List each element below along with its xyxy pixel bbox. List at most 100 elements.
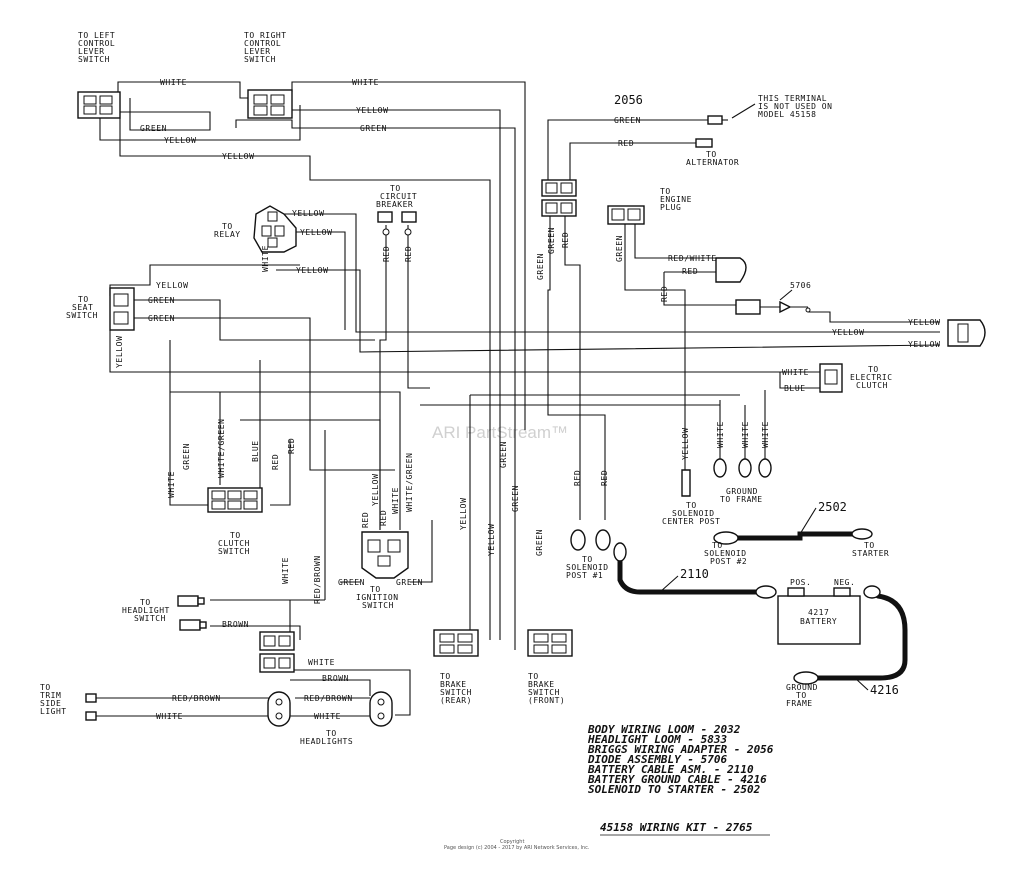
headlight-switch-label: TO HEADLIGHT SWITCH <box>122 598 175 623</box>
solenoid-post2-label: TO SOLENOID POST #2 <box>704 541 752 566</box>
wire-label: RED/WHITE <box>668 254 717 263</box>
wire-label: RED <box>660 286 669 302</box>
legend-line: HEADLIGHT LOOM - 5833 <box>587 733 727 746</box>
wire-label: YELLOW <box>371 474 380 507</box>
engine-plug-connector <box>607 205 645 225</box>
wire-label: YELLOW <box>681 428 690 461</box>
wire-label: GREEN <box>536 253 545 280</box>
wire-label: RED <box>682 267 698 276</box>
kit-title: 45158 WIRING KIT - 2765 <box>600 821 753 834</box>
headlight-loom-connectors <box>259 631 295 673</box>
wire-label: WHITE <box>761 421 770 448</box>
footer-design: Page design (c) 2004 - 2017 by ARI Netwo… <box>444 845 590 851</box>
wire-label: WHITE <box>716 421 725 448</box>
part-number-callouts: 2056 5706 2502 2110 4216 <box>614 93 899 697</box>
wire-label: GREEN <box>615 235 624 262</box>
battery-cables <box>617 531 908 681</box>
wire-label: GREEN <box>396 578 423 587</box>
wire-label: BLUE <box>784 384 806 393</box>
wire-label: YELLOW <box>487 524 496 557</box>
headlights-label: TO HEADLIGHTS <box>300 729 353 746</box>
wire-label: RED <box>404 246 413 262</box>
wire-label: RED/BROWN <box>172 694 221 703</box>
yellow-bullet-connector <box>947 319 986 347</box>
wire-label: WHITE <box>308 658 335 667</box>
wire-label: RED <box>271 454 280 470</box>
wire-label: GREEN <box>140 124 167 133</box>
left-lever-label: TO LEFT CONTROL LEVER SWITCH <box>78 31 121 64</box>
circuit-breaker-terminals <box>377 211 417 236</box>
wire-label: YELLOW <box>908 318 941 327</box>
trim-side-light-terminals <box>85 693 97 721</box>
solenoid-post1-label: TO SOLENOID POST #1 <box>566 555 614 580</box>
wire-label: GREEN <box>148 314 175 323</box>
legend-line: SOLENOID TO STARTER - 2502 <box>588 783 761 796</box>
battery <box>755 585 881 685</box>
wire-label: YELLOW <box>832 328 865 337</box>
ignition-switch-label: TO IGNITION SWITCH <box>356 585 404 610</box>
part-number-5706: 5706 <box>790 281 811 290</box>
wire-color-labels: WHITE WHITE YELLOW GREEN GREEN YELLOW YE… <box>115 78 941 721</box>
electric-clutch-connector <box>819 363 843 393</box>
wire-label: GREEN <box>182 443 191 470</box>
legend-line: BATTERY CABLE ASM. - 2110 <box>587 763 754 776</box>
wire-label: RED <box>382 246 391 262</box>
wire-label: RED <box>600 470 609 486</box>
wire-label: GREEN <box>547 227 556 254</box>
right-lever-label: TO RIGHT CONTROL LEVER SWITCH <box>244 31 292 64</box>
legend-line: BODY WIRING LOOM - 2032 <box>587 723 741 736</box>
wire-label: WHITE <box>156 712 183 721</box>
alternator-label: TO ALTERNATOR <box>686 150 739 167</box>
wire-label: RED <box>379 510 388 526</box>
wire-label: WHITE <box>352 78 379 87</box>
diode-bullet-connector <box>715 257 747 283</box>
legend-line: BRIGGS WIRING ADAPTER - 2056 <box>587 743 774 756</box>
wire-label: YELLOW <box>300 228 333 237</box>
wire-label: RED <box>573 470 582 486</box>
clutch-switch-label: TO CLUTCH SWITCH <box>218 531 255 556</box>
clutch-switch-connector <box>207 487 263 513</box>
wire-label: BLUE <box>251 440 260 462</box>
ignition-switch-connector <box>361 531 409 579</box>
brake-front-label: TO BRAKE SWITCH (FRONT) <box>528 672 565 705</box>
trim-side-light-label: TO TRIM SIDE LIGHT <box>40 683 67 716</box>
wire-label: WHITE <box>314 712 341 721</box>
legend-line: BATTERY GROUND CABLE - 4216 <box>587 773 767 786</box>
unused-terminal <box>695 115 728 148</box>
wire-label: YELLOW <box>156 281 189 290</box>
wire-label: WHITE <box>391 487 400 514</box>
diode-assembly <box>735 299 811 315</box>
wire-label: BROWN <box>322 674 349 683</box>
wire-label: RED/BROWN <box>304 694 353 703</box>
legend-line: DIODE ASSEMBLY - 5706 <box>587 753 727 766</box>
connector-labels: TO LEFT CONTROL LEVER SWITCH TO RIGHT CO… <box>40 31 898 746</box>
headlight-sockets <box>267 691 393 727</box>
parts-legend: BODY WIRING LOOM - 2032 HEADLIGHT LOOM -… <box>587 723 774 796</box>
wire-label: WHITE <box>261 245 270 272</box>
seat-switch-connector <box>109 287 135 331</box>
wire-label: GREEN <box>535 529 544 556</box>
part-number-2056: 2056 <box>614 93 643 107</box>
wire-label: GREEN <box>511 485 520 512</box>
battery-pos-label: POS. <box>790 578 811 587</box>
adapter-2056-connectors <box>541 179 577 217</box>
battery-labels: POS. NEG. 4217 BATTERY <box>790 578 855 626</box>
wire-label: RED <box>361 512 370 528</box>
wire-label: WHITE <box>281 557 290 584</box>
relay-label: TO RELAY <box>214 222 241 239</box>
wire-label: YELLOW <box>222 152 255 161</box>
footer-copyright: Copyright <box>500 839 524 845</box>
wire-label: WHITE <box>782 368 809 377</box>
wire-label: WHITE <box>160 78 187 87</box>
electric-clutch-label: TO ELECTRIC CLUTCH <box>850 365 898 390</box>
wire-label: YELLOW <box>356 106 389 115</box>
part-number-2502: 2502 <box>818 500 847 514</box>
starter-cable-ends <box>713 528 873 545</box>
part-number-2110: 2110 <box>680 567 709 581</box>
ground-ring-terminals <box>713 458 772 478</box>
relay-connector <box>253 205 297 253</box>
starter-label: TO STARTER <box>852 541 889 558</box>
solenoid-center-label: TO SOLENOID CENTER POST <box>662 501 720 526</box>
wire-label: WHITE/GREEN <box>217 418 226 478</box>
